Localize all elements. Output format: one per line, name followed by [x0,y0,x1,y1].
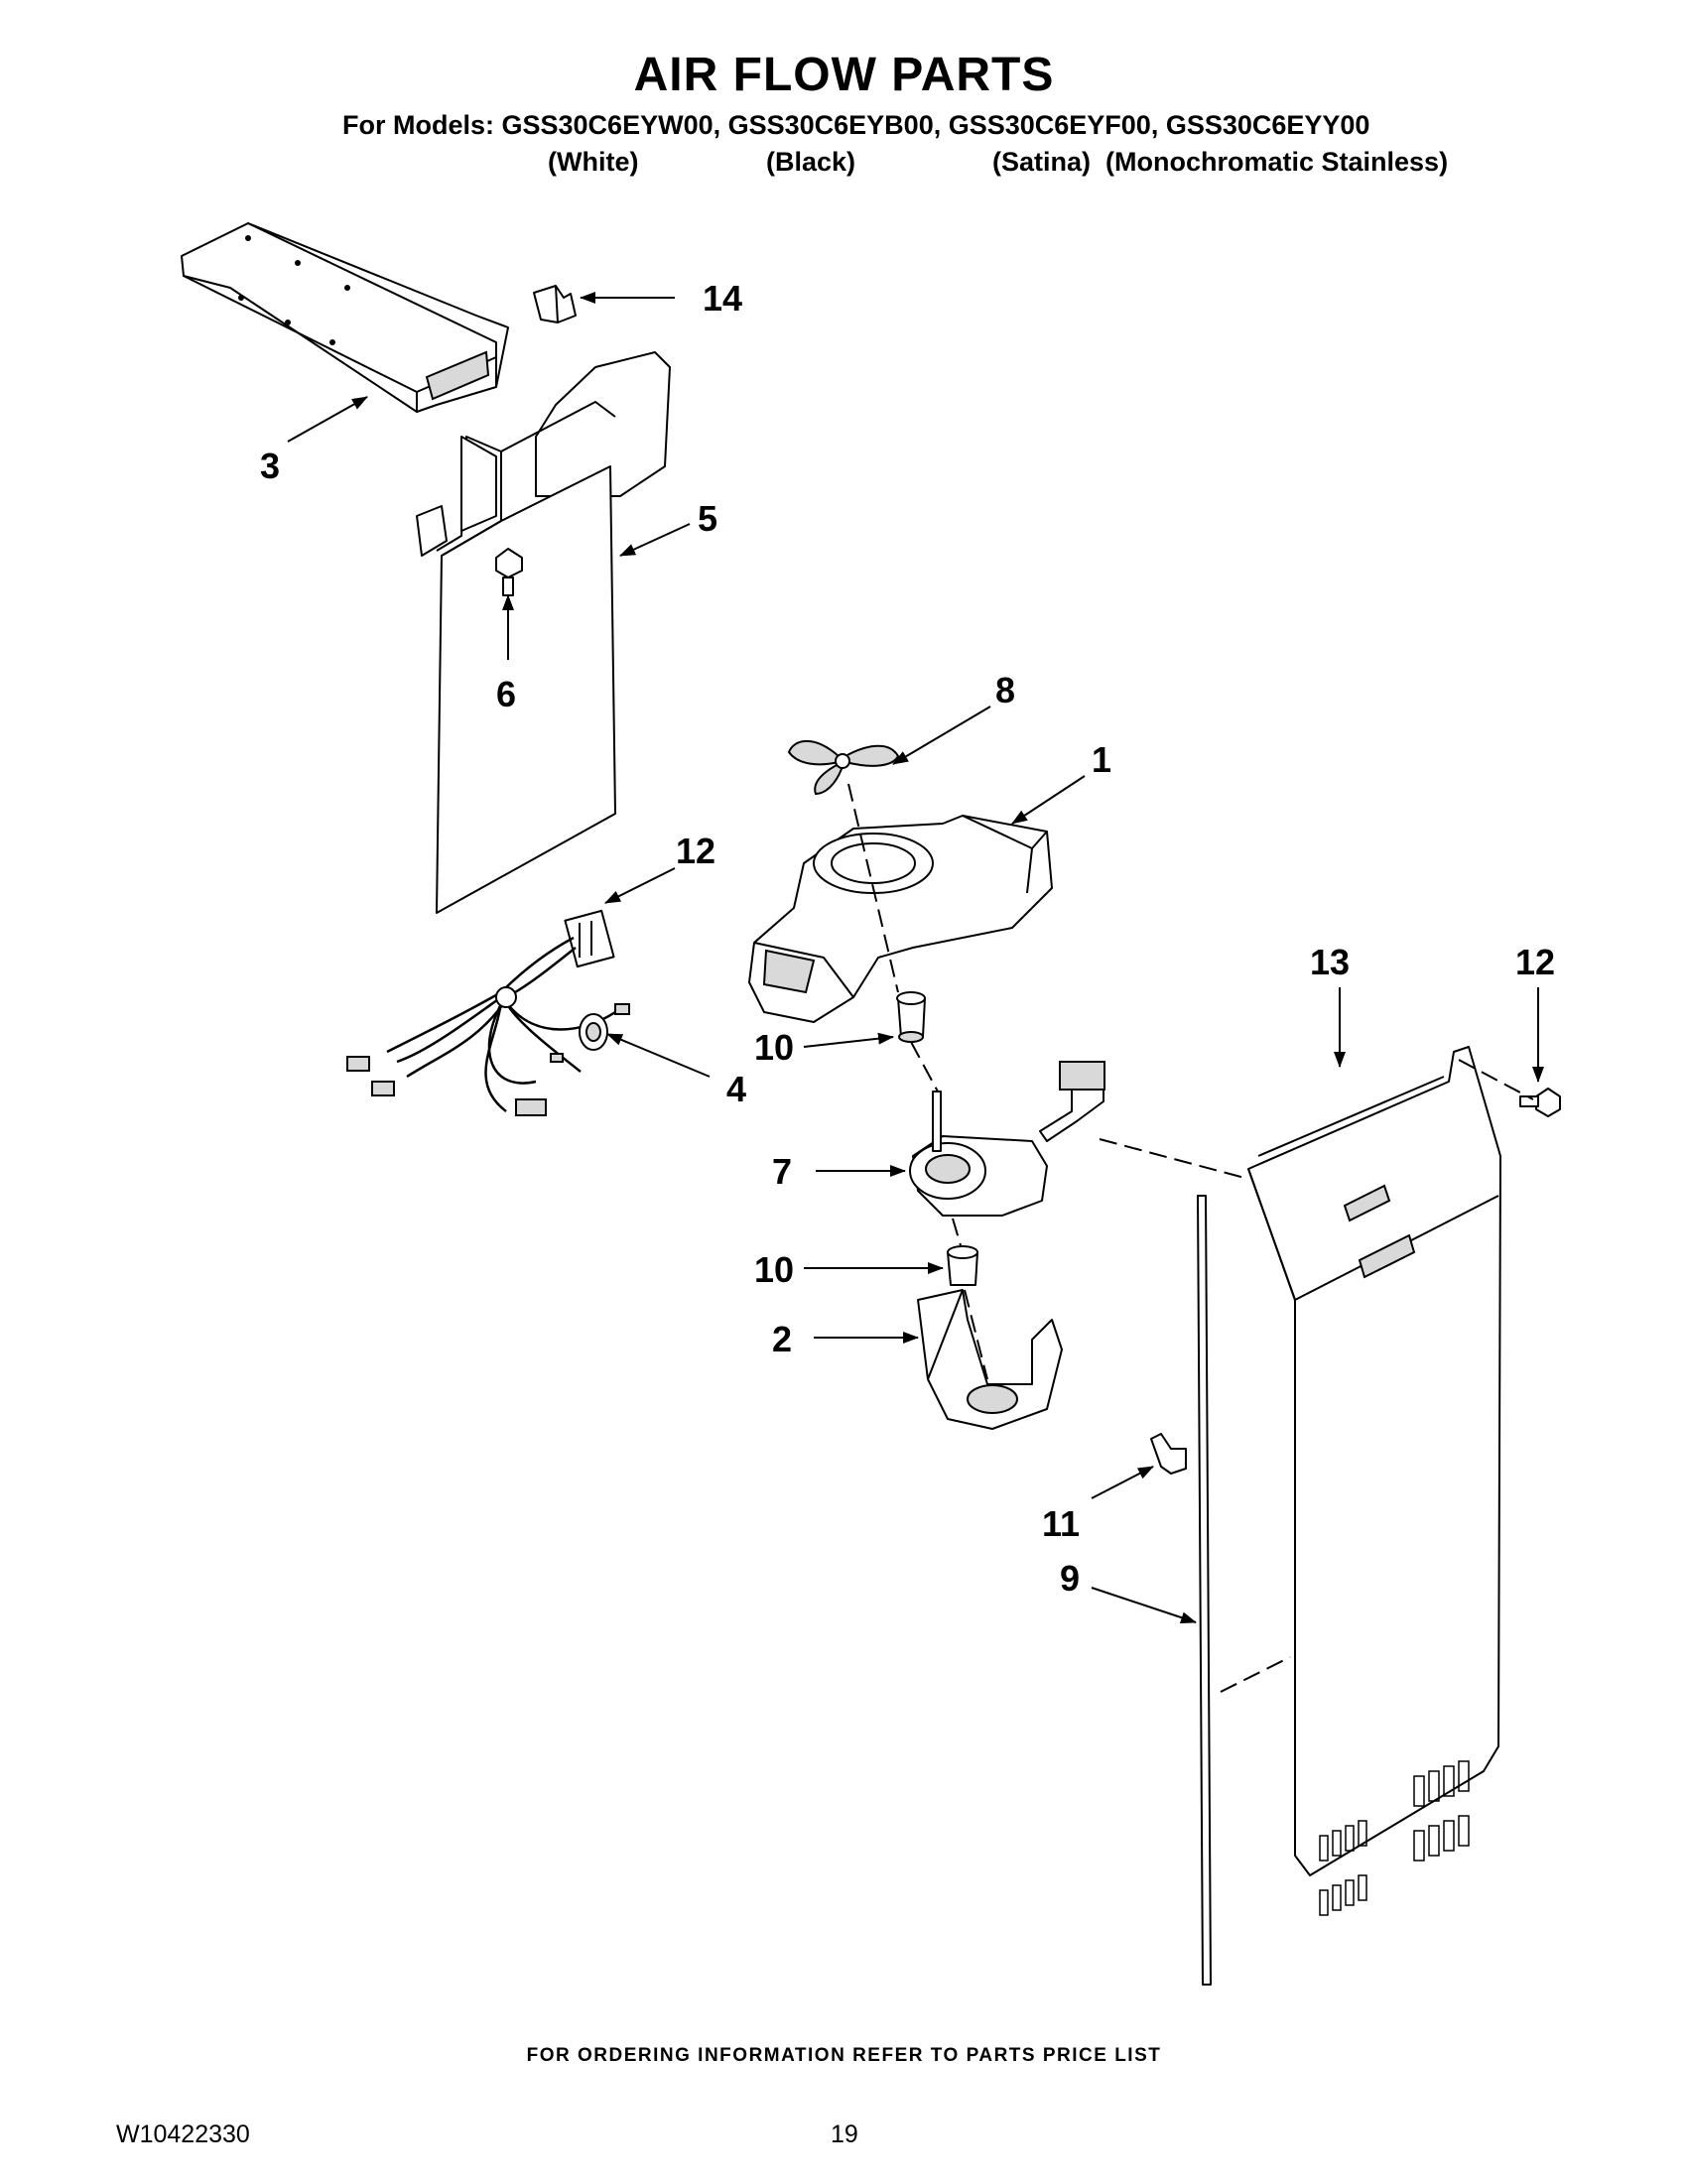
models-line: For Models: GSS30C6EYW00, GSS30C6EYB00, … [342,110,1370,140]
variant-white: (White) [548,147,639,177]
thermistor-part [579,1013,608,1051]
callout-15: 14 [703,278,742,319]
variant-black: (Black) [766,147,856,177]
callout-7: 7 [772,1151,792,1192]
variant-monochromatic-stainless: (Monochromatic Stainless) [1105,147,1449,177]
callout-12: 12 [676,831,715,871]
callout-1: 1 [1092,739,1111,780]
rear-panel-part [1247,1046,1501,1916]
callout-10-upper: 10 [754,1027,794,1068]
callout-4: 4 [726,1069,746,1109]
document-number: W10422330 [116,2120,250,2148]
fan-blade-part [787,739,900,796]
grommet-part-upper [896,991,926,1043]
ordering-note: FOR ORDERING INFORMATION REFER TO PARTS … [526,2045,1162,2066]
screw-part-6 [495,548,523,596]
fan-shroud-part [748,815,1053,1023]
screw-part-13 [1519,1088,1561,1117]
callout-2: 2 [772,1319,792,1359]
leader-arrows [287,292,1544,1623]
variant-satina: (Satina) [992,147,1092,177]
air-duct-tray-part [181,222,509,413]
page-title: AIR FLOW PARTS [633,49,1055,101]
callout-14: 13 [1310,942,1350,982]
grommet-part-lower [947,1245,978,1286]
duct-panel-part [416,351,671,914]
clip-part-15 [533,285,577,323]
callout-11: 11 [1042,1503,1080,1544]
callout-8: 8 [995,670,1015,710]
motor-bracket-part [917,1289,1063,1430]
callout-9: 9 [1060,1558,1080,1599]
page-number: 19 [831,2120,858,2148]
callout-3: 3 [260,446,280,486]
wiring-harness-part [346,909,630,1116]
callout-10-lower: 10 [754,1249,794,1290]
alignment-lines [847,783,1534,1693]
callout-13: 12 [1515,942,1555,982]
callout-5: 5 [698,498,717,539]
fan-motor-part [909,1061,1105,1217]
clip-part-11 [1150,1433,1187,1475]
gasket-strip-part [1197,1195,1212,1986]
callout-6: 6 [496,674,516,714]
